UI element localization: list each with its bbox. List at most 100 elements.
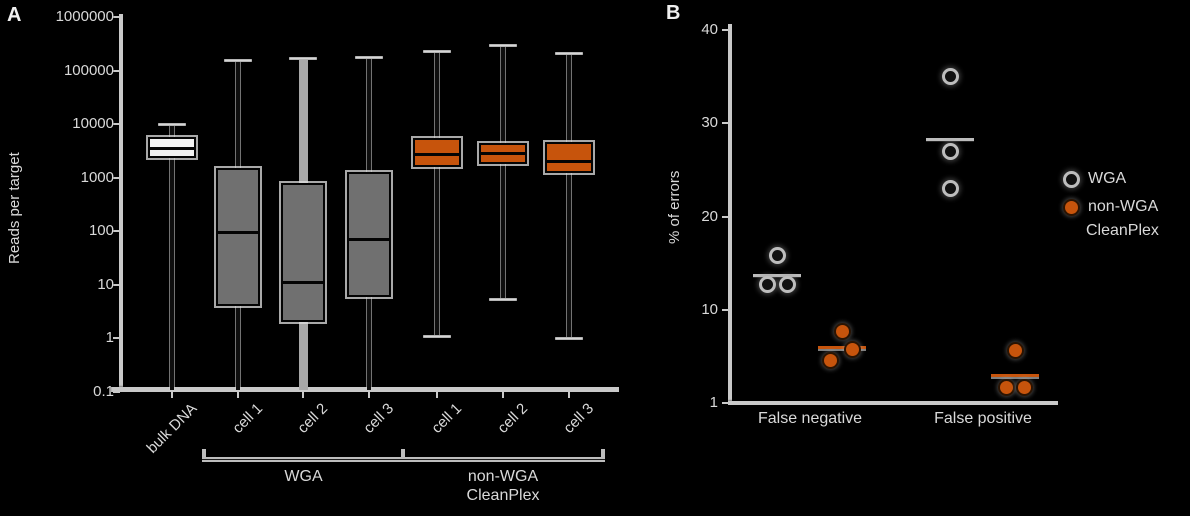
scatter-point [843, 340, 861, 358]
box-iqr [148, 136, 196, 159]
box-whisker-cap-top [158, 123, 186, 127]
panel-a-x-tick [237, 392, 239, 398]
panel-a-x-tick [171, 392, 173, 398]
box-median [349, 237, 389, 241]
panel-a-y-tick-label: 100 [88, 222, 114, 240]
legend-label: non-WGA [1088, 198, 1159, 215]
panel-b-y-tick [722, 309, 728, 311]
mean-line [926, 138, 974, 142]
panel-a-y-tick [113, 176, 120, 179]
panel-b-y-tick [722, 122, 728, 125]
panel-a-x-tick-label: cell 1 [229, 400, 267, 437]
box-whisker [567, 53, 571, 339]
scatter-point [997, 378, 1015, 396]
panel-a-x-tick-label: cell 2 [294, 400, 332, 437]
panel-a-y-tick [113, 69, 120, 72]
panel-a-x-tick [368, 392, 370, 398]
legend-entry: WGA [1063, 170, 1126, 188]
box-iqr [281, 182, 325, 323]
group-bracket-end [401, 449, 405, 458]
panel-a-x-tick [436, 392, 438, 398]
box-whisker-cap-top [555, 52, 583, 56]
panel-a-y-tick-label: 1000000 [55, 8, 114, 25]
scatter-point [941, 142, 959, 160]
panel-a-y-tick [113, 283, 120, 286]
legend-label: WGA [1088, 170, 1127, 187]
mean-line [991, 374, 1039, 378]
panel-b-y-tick-label: 30 [701, 114, 718, 132]
panel-a-y-axis [119, 14, 123, 391]
scatter-point [941, 68, 959, 86]
legend-label: CleanPlex [1086, 222, 1159, 239]
panel-a-x-tick [302, 392, 304, 398]
panel-a-x-axis [111, 387, 619, 392]
legend-entry: non-WGA [1063, 198, 1158, 216]
box-median [547, 160, 591, 164]
scatter-point [758, 276, 776, 294]
panel-b-y-tick [722, 215, 728, 218]
panel-a-y-tick-label: 10 [97, 275, 114, 293]
box-whisker-cap-top [224, 58, 252, 62]
group-bracket-end [601, 449, 605, 458]
panel-a-y-axis-title: Reads per target [6, 152, 23, 264]
group-bracket [401, 457, 605, 462]
panel-b-x-tick-label: False positive [934, 410, 1032, 427]
panel-a-letter: A [7, 4, 22, 26]
box-iqr [545, 142, 593, 174]
panel-a-y-tick [113, 123, 120, 126]
scatter-point [833, 323, 851, 341]
group-bracket-label: CleanPlex [466, 487, 540, 504]
scatter-point [821, 352, 839, 370]
panel-b-y-tick [722, 29, 728, 32]
panel-a-y-tick [113, 16, 120, 18]
panel-a-y-tick-label: 0.1 [93, 382, 114, 400]
box-median [283, 280, 323, 284]
panel-a-x-tick [568, 392, 570, 398]
box-whisker [501, 45, 505, 299]
box-median [481, 152, 525, 156]
box-whisker [435, 51, 439, 337]
panel-a-x-tick-label: cell 1 [428, 400, 466, 437]
panel-a-x-tick-label: cell 2 [494, 400, 532, 437]
panel-a-x-tick [502, 392, 504, 398]
box-whisker-cap-bottom [489, 297, 517, 301]
legend-orange-circle-icon [1063, 198, 1080, 216]
box-whisker-cap-top [489, 44, 517, 47]
box-whisker-cap-bottom [555, 337, 583, 341]
panel-a-y-tick [113, 337, 120, 340]
panel-a-x-tick-label: cell 3 [360, 400, 398, 437]
box-iqr [479, 143, 527, 165]
scatter-point [768, 247, 786, 265]
panel-a-y-tick-label: 100000 [63, 61, 114, 79]
scatter-point [1006, 341, 1024, 359]
panel-a-y-tick-label: 1000 [80, 168, 114, 186]
panel-b-y-tick-label: 10 [701, 301, 718, 318]
panel-b-y-tick-label: 40 [701, 21, 718, 39]
group-bracket-label: non-WGA [467, 468, 539, 485]
group-bracket [202, 457, 405, 462]
group-bracket-label: WGA [284, 468, 323, 485]
box-whisker-cap-top [355, 55, 383, 59]
scatter-point [1015, 378, 1033, 396]
panel-b-y-tick-label: 20 [701, 207, 718, 225]
panel-b-x-axis [728, 401, 1058, 405]
box-median [218, 231, 258, 235]
box-iqr [413, 138, 461, 167]
panel-b-letter: B [666, 2, 681, 24]
box-whisker [170, 124, 174, 390]
box-median [415, 152, 459, 156]
scatter-point [778, 276, 796, 294]
panel-a-y-tick-label: 1 [105, 329, 114, 347]
panel-b-y-tick-label: 1 [709, 393, 718, 411]
panel-b-x-tick-label: False negative [757, 410, 863, 427]
box-median [150, 146, 194, 150]
box-whisker-cap-top [289, 57, 317, 61]
panel-a-y-tick-label: 10000 [72, 115, 114, 133]
box-whisker-cap-bottom [423, 335, 451, 339]
box-whisker-cap-top [423, 50, 451, 54]
panel-b-y-axis [728, 24, 732, 405]
scatter-point [941, 180, 959, 198]
mean-line [818, 346, 866, 350]
legend-open-circle-icon [1063, 170, 1080, 188]
